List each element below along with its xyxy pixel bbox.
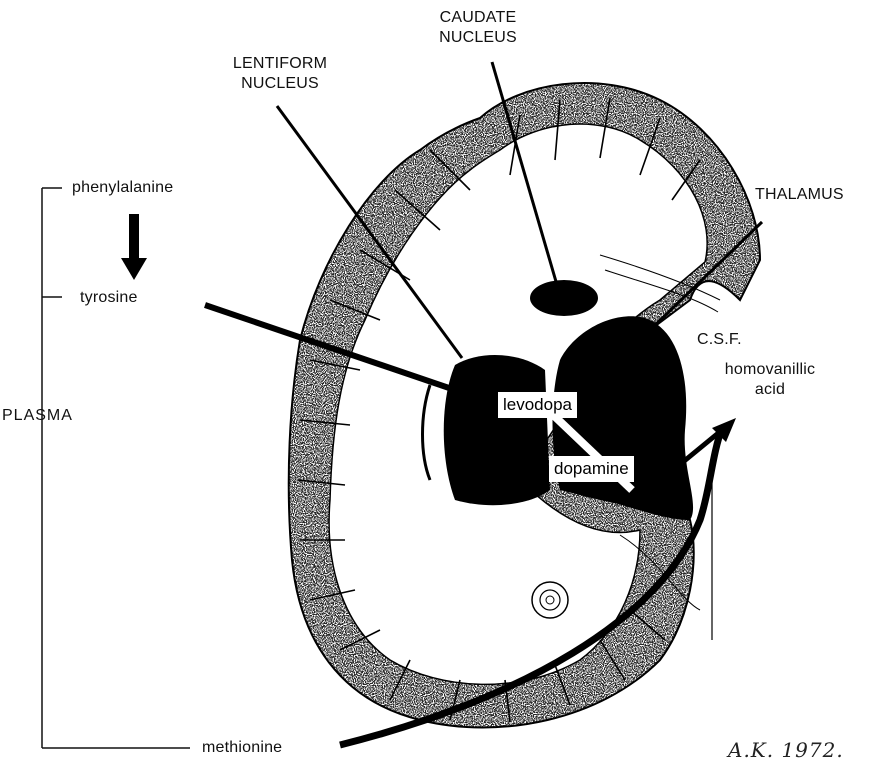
conversion-arrow: [121, 214, 147, 280]
lentiform-label-line2: NUCLEUS: [210, 74, 350, 94]
caudate-label-line2: NUCLEUS: [418, 28, 538, 48]
plasma-bracket: [42, 188, 190, 748]
artist-signature: A.K. 1972.: [728, 738, 844, 762]
lentiform-label-line1: LENTIFORM: [210, 54, 350, 74]
plasma-label: PLASMA: [2, 406, 73, 426]
caudate-nucleus-shape: [530, 280, 598, 316]
lentiform-nucleus-shape: [444, 355, 550, 505]
phenylalanine-label: phenylalanine: [72, 178, 173, 198]
thalamus-shape: [553, 316, 694, 520]
levodopa-label: levodopa: [498, 392, 577, 418]
homovanillic-label-line2: acid: [705, 380, 835, 400]
homovanillic-label-line1: homovanillic: [705, 360, 835, 380]
lentiform-label: LENTIFORM NUCLEUS: [210, 54, 350, 94]
homovanillic-acid-label: homovanillic acid: [705, 360, 835, 400]
caudate-label-line1: CAUDATE: [418, 8, 538, 28]
tyrosine-label: tyrosine: [80, 288, 138, 308]
methionine-label: methionine: [202, 738, 282, 758]
dopamine-label: dopamine: [549, 456, 634, 482]
caudate-label: CAUDATE NUCLEUS: [418, 8, 538, 48]
csf-label: C.S.F.: [697, 330, 742, 350]
thalamus-label: THALAMUS: [755, 185, 844, 205]
